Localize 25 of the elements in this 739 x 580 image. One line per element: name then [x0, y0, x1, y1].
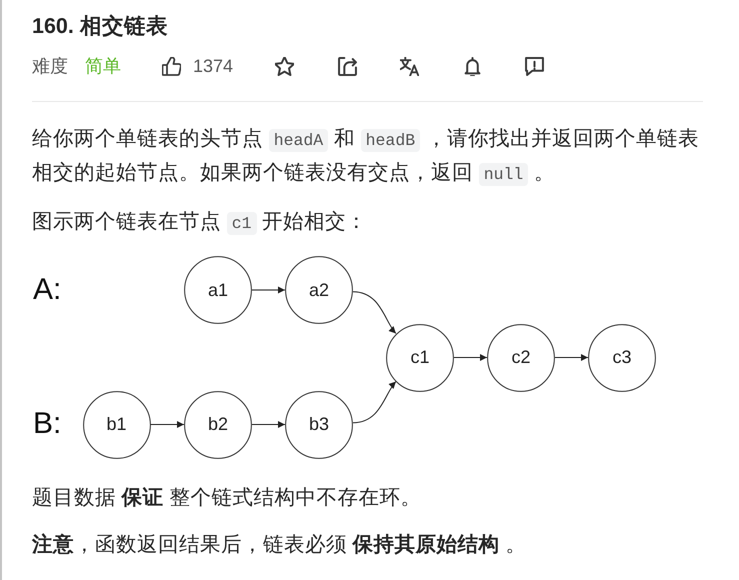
paragraph: 注意，函数返回结果后，链表必须 保持其原始结构 。: [32, 532, 528, 558]
arrow: [252, 421, 286, 428]
node-circle: c2: [487, 324, 555, 392]
difficulty-tag: 简单: [85, 53, 121, 79]
arrow: [454, 354, 488, 361]
paragraph: 题目数据 保证 整个链式结构中不存在环。: [32, 485, 422, 511]
difficulty-label: 难度: [32, 55, 68, 78]
paragraph: 给你两个单链表的头节点 headA 和 headB ，请你找出并返回两个单链表相交的起始节点。如果两个链表没有交点，返回 null 。: [32, 126, 700, 188]
node-circle: c1: [386, 324, 454, 392]
node-circle: b3: [285, 390, 353, 458]
node-circle: b1: [82, 390, 150, 458]
arrow: [352, 291, 396, 334]
arrow: [352, 381, 396, 424]
paragraph: 图示两个链表在节点 c1 开始相交：: [32, 209, 368, 237]
node-circle: c3: [588, 324, 656, 392]
node-circle: a1: [184, 256, 252, 324]
problem-title: 160. 相交链表: [32, 13, 168, 40]
arrow: [252, 286, 286, 294]
arrow: [150, 421, 184, 428]
arrow: [554, 354, 588, 361]
list-label: B:: [33, 406, 62, 442]
node-circle: b2: [184, 390, 252, 458]
like-button: 1374: [162, 53, 234, 79]
node-circle: a2: [285, 256, 353, 324]
list-label: A:: [33, 272, 62, 308]
